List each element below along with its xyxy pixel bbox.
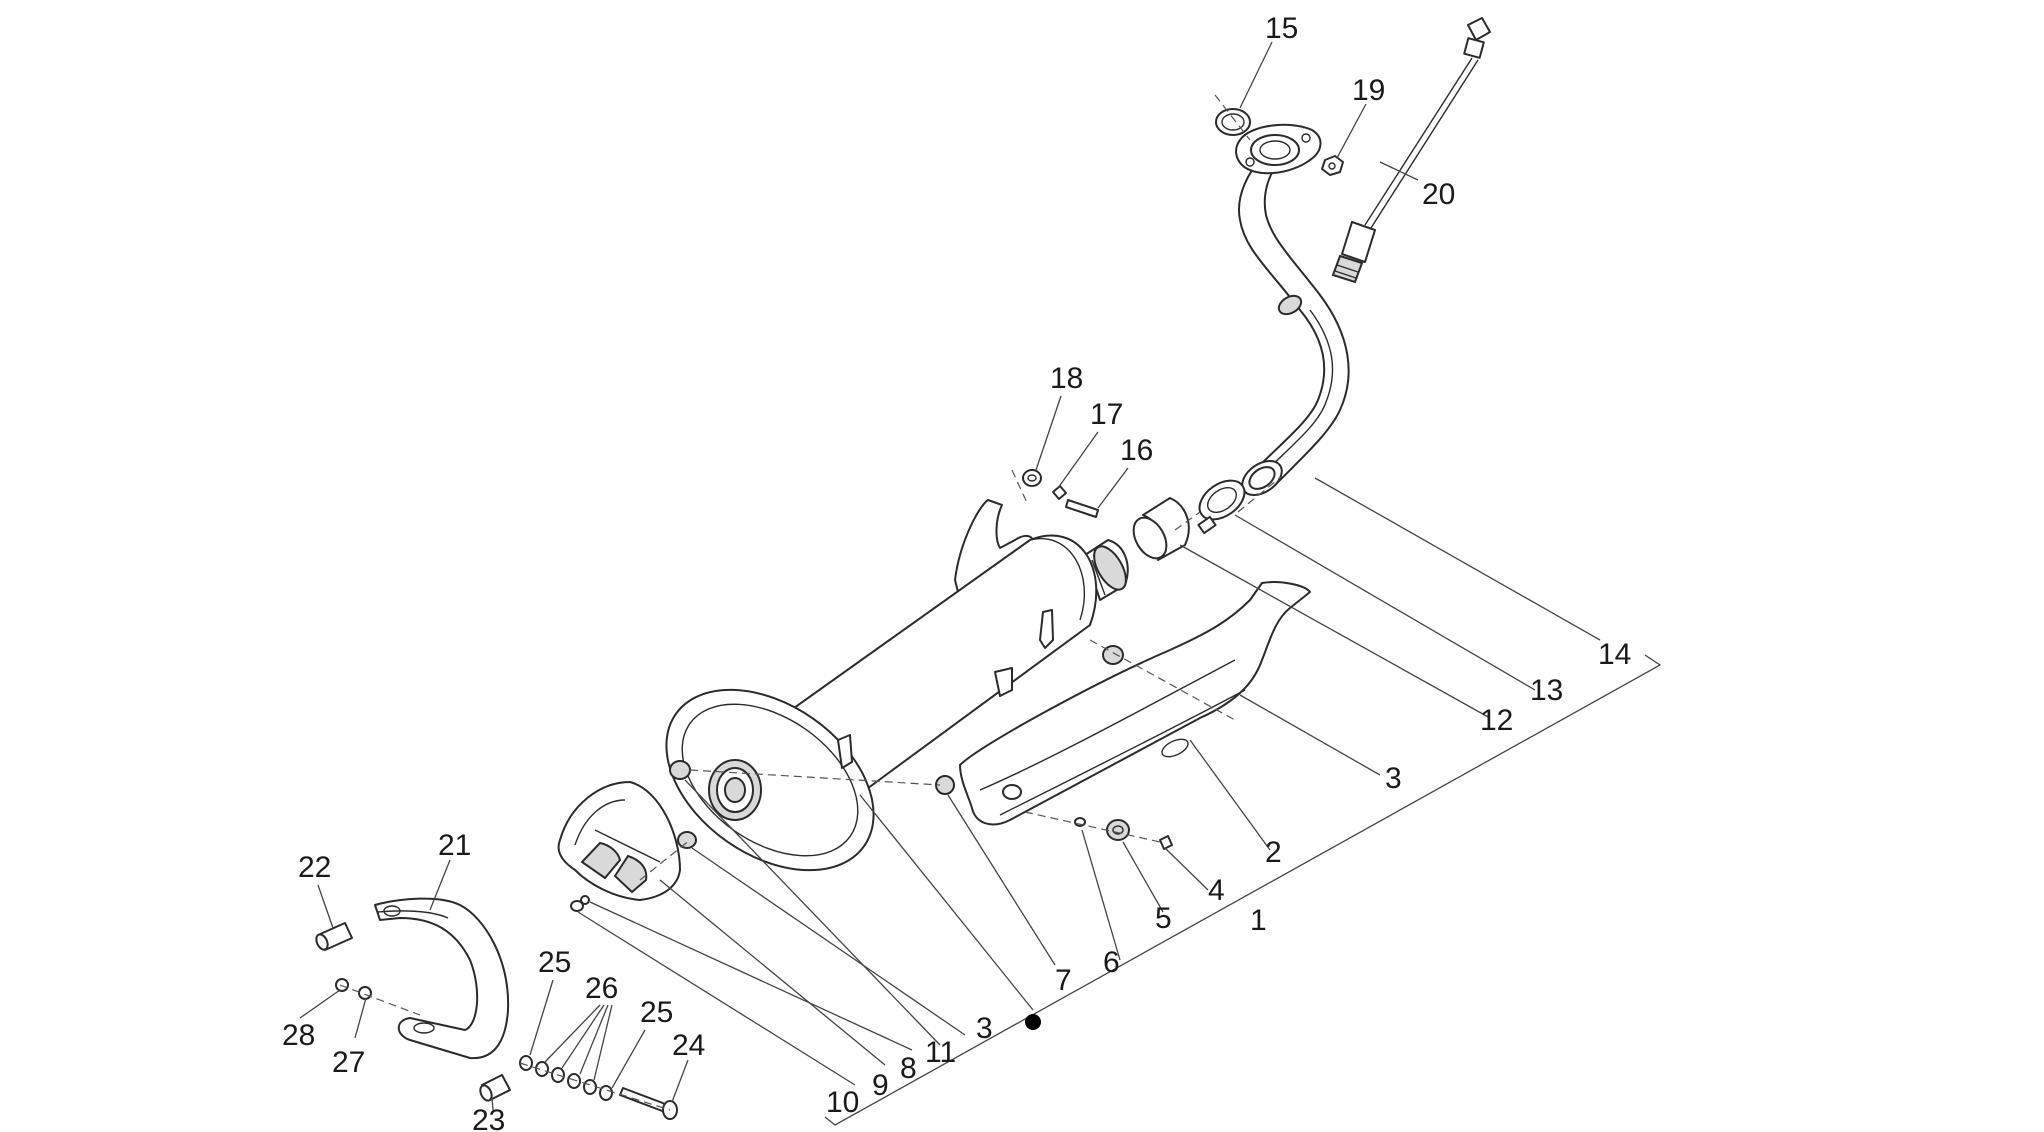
label-21: 21 <box>438 829 471 862</box>
bushing <box>479 1074 511 1102</box>
label-13: 13 <box>1530 674 1563 707</box>
bracket-hardware <box>1011 469 1099 518</box>
end-cap <box>557 781 681 901</box>
strap-bracket <box>374 897 510 1060</box>
shield-hardware <box>1074 817 1173 850</box>
flange-nut <box>1321 155 1344 176</box>
header-pipe <box>1235 123 1350 497</box>
label-4: 4 <box>1208 874 1225 907</box>
label-1: 1 <box>1250 904 1267 937</box>
label-18: 18 <box>1050 362 1083 395</box>
gasket-ring <box>1214 94 1251 141</box>
label-3: 3 <box>1385 762 1402 795</box>
label-25: 25 <box>538 946 571 979</box>
pin <box>315 922 353 951</box>
kit-marker-dot <box>1025 1014 1041 1030</box>
label-17: 17 <box>1090 398 1123 431</box>
lambda-sensor <box>1331 17 1491 284</box>
label-6: 6 <box>1103 946 1120 979</box>
label-23: 23 <box>472 1104 505 1132</box>
part-labels: 1 2 3 3 4 5 6 7 8 9 10 11 12 13 14 15 16… <box>282 12 1631 1132</box>
label-11: 11 <box>925 1036 956 1069</box>
small-washers <box>335 978 421 1016</box>
label-19: 19 <box>1352 74 1385 107</box>
label-8: 8 <box>900 1052 917 1085</box>
label-9: 9 <box>872 1069 889 1102</box>
label-2: 2 <box>1265 836 1282 869</box>
label-25: 25 <box>640 996 673 1029</box>
label-22: 22 <box>298 851 331 884</box>
label-14: 14 <box>1598 638 1631 671</box>
heat-shield <box>959 581 1311 826</box>
label-15: 15 <box>1265 12 1298 45</box>
label-3: 3 <box>976 1012 993 1045</box>
label-26: 26 <box>585 972 618 1005</box>
label-16: 16 <box>1120 434 1153 467</box>
label-7: 7 <box>1055 964 1072 997</box>
muffler <box>665 499 1129 872</box>
pipe-clamp <box>1197 479 1246 535</box>
alignment-lines <box>519 475 1283 1111</box>
washer-stack <box>519 1055 678 1120</box>
label-20: 20 <box>1422 178 1455 211</box>
label-28: 28 <box>282 1019 315 1052</box>
label-12: 12 <box>1480 704 1513 737</box>
end-cap-screws <box>570 895 590 912</box>
leader-lines <box>299 41 1601 1111</box>
label-27: 27 <box>332 1046 365 1079</box>
assembly-bracket <box>824 654 1662 1126</box>
label-10: 10 <box>826 1086 859 1119</box>
label-5: 5 <box>1155 902 1172 935</box>
sleeve <box>1132 497 1190 561</box>
label-24: 24 <box>672 1029 705 1062</box>
